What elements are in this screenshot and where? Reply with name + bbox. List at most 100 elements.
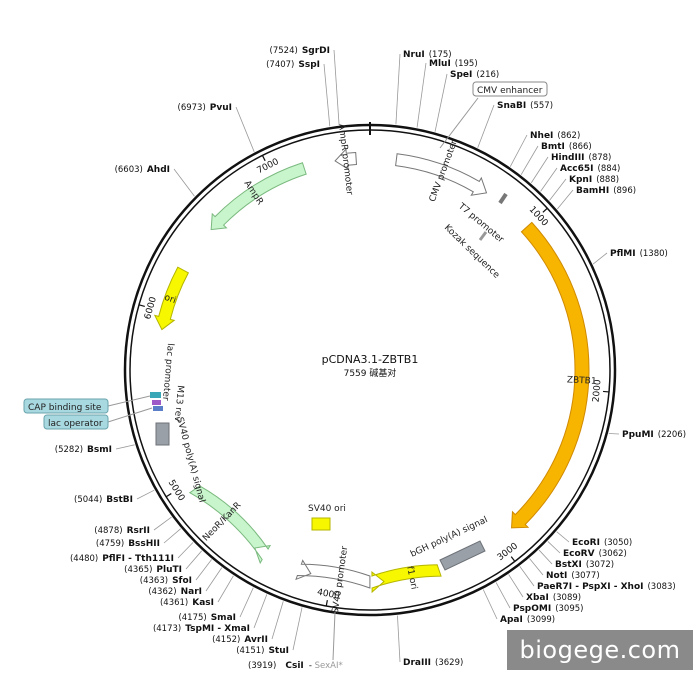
site-label: (7407)SspI <box>266 60 320 70</box>
sv40-ori-label: SV40 ori <box>308 504 346 514</box>
site-leader <box>173 168 195 197</box>
site-label: (4480)PflFI - Tth111I <box>70 554 174 564</box>
feature-arrow <box>511 221 590 529</box>
site-label: PspOMI(3095) <box>513 604 583 614</box>
site-label: XbaI(3089) <box>526 593 581 603</box>
restriction-sites: (7524)SgrDI (7407)SspI (6973)PvuI (6603)Ahd… <box>55 46 686 668</box>
site-label: (4363)SfoI <box>140 576 192 586</box>
site-leader <box>608 433 620 435</box>
tick-mark <box>510 556 516 562</box>
tick-mark <box>542 207 548 213</box>
site-label: DraIII(3629) <box>403 658 463 668</box>
lac-promoter-label: lac promoter <box>160 343 175 402</box>
site-leader <box>592 252 608 265</box>
site-label: (5044)BstBI <box>74 495 133 505</box>
site-leader <box>333 49 340 125</box>
site-label: (4361)KasI <box>160 598 214 608</box>
site-label: HindIII(878) <box>551 153 611 163</box>
site-leader <box>239 587 254 618</box>
site-leader <box>177 542 194 559</box>
cap-binding-site-label: CAP binding site <box>28 403 102 413</box>
site-label: NruI(175) <box>403 50 452 60</box>
site-label: MluI(195) <box>429 59 478 69</box>
watermark: biogege.com <box>507 630 693 670</box>
site-leader <box>235 106 255 152</box>
site-leader <box>195 559 212 581</box>
feature-arrow <box>395 153 488 196</box>
site-leader <box>115 444 135 450</box>
site-label: (6603)AhdI <box>115 165 170 175</box>
site-leader <box>482 589 498 620</box>
tick-label: 2000 <box>592 379 604 403</box>
site-leader <box>292 607 303 651</box>
site-label: (4365)PluTI <box>124 565 182 575</box>
site-label: SnaBI(557) <box>497 101 553 111</box>
site-leader <box>556 531 570 543</box>
site-label: BamHI(896) <box>576 186 636 196</box>
m13-rev-label: M13 rev <box>172 385 185 423</box>
plasmid-title: pCDNA3.1-ZBTB1 <box>322 353 419 366</box>
site-leader <box>253 594 268 629</box>
site-label: SpeI(216) <box>450 70 499 80</box>
site-label: (4173)TspMI - XmaI <box>153 624 250 634</box>
site-leader <box>217 575 234 603</box>
site-leader <box>495 582 511 609</box>
site-label: PpuMI(2206) <box>622 430 686 440</box>
lac-operator-box: lac operator <box>43 407 153 430</box>
site-leader <box>530 156 549 184</box>
site-label: (7524)SgrDI <box>270 46 330 56</box>
site-label: KpnI(888) <box>569 175 619 185</box>
site-leader <box>519 566 535 587</box>
feature-label: ori <box>163 293 177 306</box>
m13-rev-feature: M13 rev <box>150 385 185 423</box>
site-label: (4878)RsrII <box>94 526 150 536</box>
site-label: BstXI(3072) <box>555 560 614 570</box>
site-leader <box>520 145 539 175</box>
cmv-enhancer-box: CMV enhancer <box>439 81 548 149</box>
tick-mark <box>325 599 328 607</box>
site-leader <box>153 516 172 531</box>
site-leader <box>395 53 401 125</box>
plasmid-length: 7559 碱基对 <box>344 367 397 379</box>
lac-promoter-feature: lac promoter <box>160 343 175 402</box>
site-leader <box>557 189 574 210</box>
site-leader <box>163 528 181 544</box>
site-leader <box>477 104 495 148</box>
site-label: BmtI(866) <box>541 142 592 152</box>
site-label: (6973)PvuI <box>178 103 232 113</box>
site-label: EcoRI(3050) <box>572 538 632 548</box>
site-leader <box>509 134 528 167</box>
site-leader <box>538 549 553 565</box>
site-leader <box>397 615 401 663</box>
cap-binding-site-box: CAP binding site <box>23 395 151 414</box>
site-label: (5282)BsmI <box>55 445 112 455</box>
sv40-ori-feature: SV40 ori <box>308 504 346 531</box>
site-label: (4151)StuI <box>236 646 289 656</box>
cmv-enhancer-label: CMV enhancer <box>477 86 543 96</box>
site-leader <box>136 489 155 500</box>
feature-arrow <box>210 162 307 231</box>
feature-arrow <box>334 148 358 171</box>
csii-site-label: (3919) CsiI - SexAI* <box>248 653 343 672</box>
site-label: (4152)AvrII <box>212 635 268 645</box>
tick-mark <box>602 390 610 393</box>
site-leader <box>529 558 544 576</box>
site-label: PflMI(1380) <box>610 249 668 259</box>
site-label: (4175)SmaI <box>178 613 236 623</box>
site-leader <box>205 567 223 592</box>
site-label: ApaI(3099) <box>500 615 555 625</box>
site-leader <box>540 167 558 192</box>
site-leader <box>508 574 524 598</box>
bgh-polya-feature: bGH poly(A) signal <box>409 515 489 571</box>
site-leader <box>434 73 448 132</box>
feature-arrow <box>371 564 442 594</box>
feature-label: ZBTB1 <box>567 375 597 386</box>
site-label: NotI(3077) <box>546 571 600 581</box>
site-leader <box>549 178 567 201</box>
feature-arrow <box>295 559 371 589</box>
tick-mark <box>261 155 266 162</box>
site-label: (4362)NarI <box>148 587 202 597</box>
tick-mark <box>165 493 172 498</box>
